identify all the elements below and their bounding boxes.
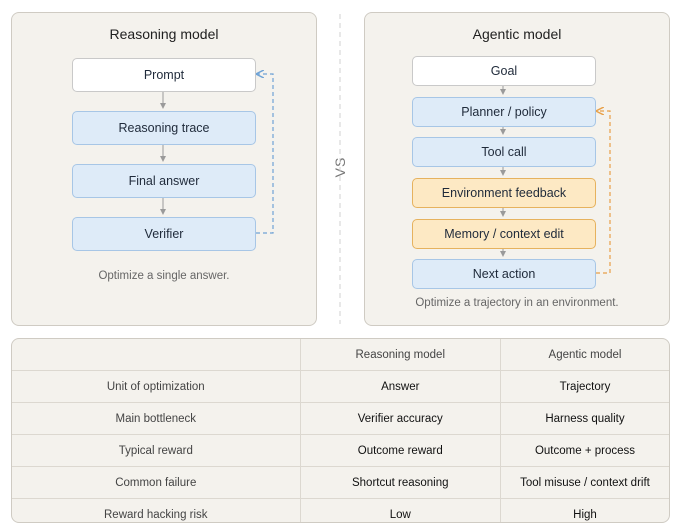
next-action-box: Next action — [412, 259, 596, 289]
table-header-empty — [12, 339, 301, 371]
table-row: Typical reward Outcome reward Outcome + … — [12, 434, 669, 467]
row-label: Unit of optimization — [12, 370, 301, 403]
reasoning-trace-box: Reasoning trace — [72, 111, 256, 145]
agentic-panel-title: Agentic model — [472, 26, 562, 42]
agentic-value: Trajectory — [499, 370, 669, 403]
environment-feedback-box: Environment feedback — [412, 178, 596, 208]
agentic-value: High — [499, 498, 669, 522]
reasoning-value: Verifier accuracy — [299, 402, 501, 435]
planner-policy-box: Planner / policy — [412, 97, 596, 127]
table-row: Main bottleneck Verifier accuracy Harnes… — [12, 402, 669, 435]
reasoning-panel: Reasoning model Prompt Reasoning trace F… — [11, 12, 317, 326]
agentic-value: Tool misuse / context drift — [499, 466, 669, 499]
table-header-reasoning: Reasoning model — [299, 339, 501, 371]
agentic-panel: Agentic model Goal Planner / policy Tool… — [364, 12, 670, 326]
table-header-row: Reasoning model Agentic model — [12, 339, 669, 371]
comparison-table: Reasoning model Agentic model Unit of op… — [12, 339, 669, 522]
reasoning-caption: Optimize a single answer. — [98, 270, 230, 282]
row-label: Main bottleneck — [12, 402, 301, 435]
tool-call-box: Tool call — [412, 137, 596, 167]
row-label: Reward hacking risk — [104, 508, 208, 521]
reasoning-value: Outcome reward — [299, 434, 501, 467]
agentic-value: Outcome + process — [499, 434, 669, 467]
row-label: Common failure — [12, 466, 301, 499]
agentic-value: Harness quality — [499, 402, 669, 435]
table-row: Unit of optimization Answer Trajectory — [12, 370, 669, 403]
reasoning-panel-title: Reasoning model — [109, 26, 219, 42]
reasoning-value: Answer — [299, 370, 501, 403]
table-header-agentic: Agentic model — [499, 339, 669, 371]
comparison-table-panel: Reasoning model Agentic model Unit of op… — [11, 338, 670, 523]
row-label: Typical reward — [12, 434, 301, 467]
table-row: Common failure Shortcut reasoning Tool m… — [12, 466, 669, 499]
goal-box: Goal — [412, 56, 596, 86]
table-row: Reward hacking risk Low High — [12, 498, 669, 522]
vs-label: VS — [332, 156, 348, 178]
verifier-box: Verifier — [72, 217, 256, 251]
reasoning-value: Low — [299, 498, 501, 522]
memory-context-edit-box: Memory / context edit — [412, 219, 596, 249]
agentic-caption: Optimize a trajectory in an environment. — [415, 297, 619, 309]
final-answer-box: Final answer — [72, 164, 256, 198]
reasoning-value: Shortcut reasoning — [299, 466, 501, 499]
prompt-box: Prompt — [72, 58, 256, 92]
